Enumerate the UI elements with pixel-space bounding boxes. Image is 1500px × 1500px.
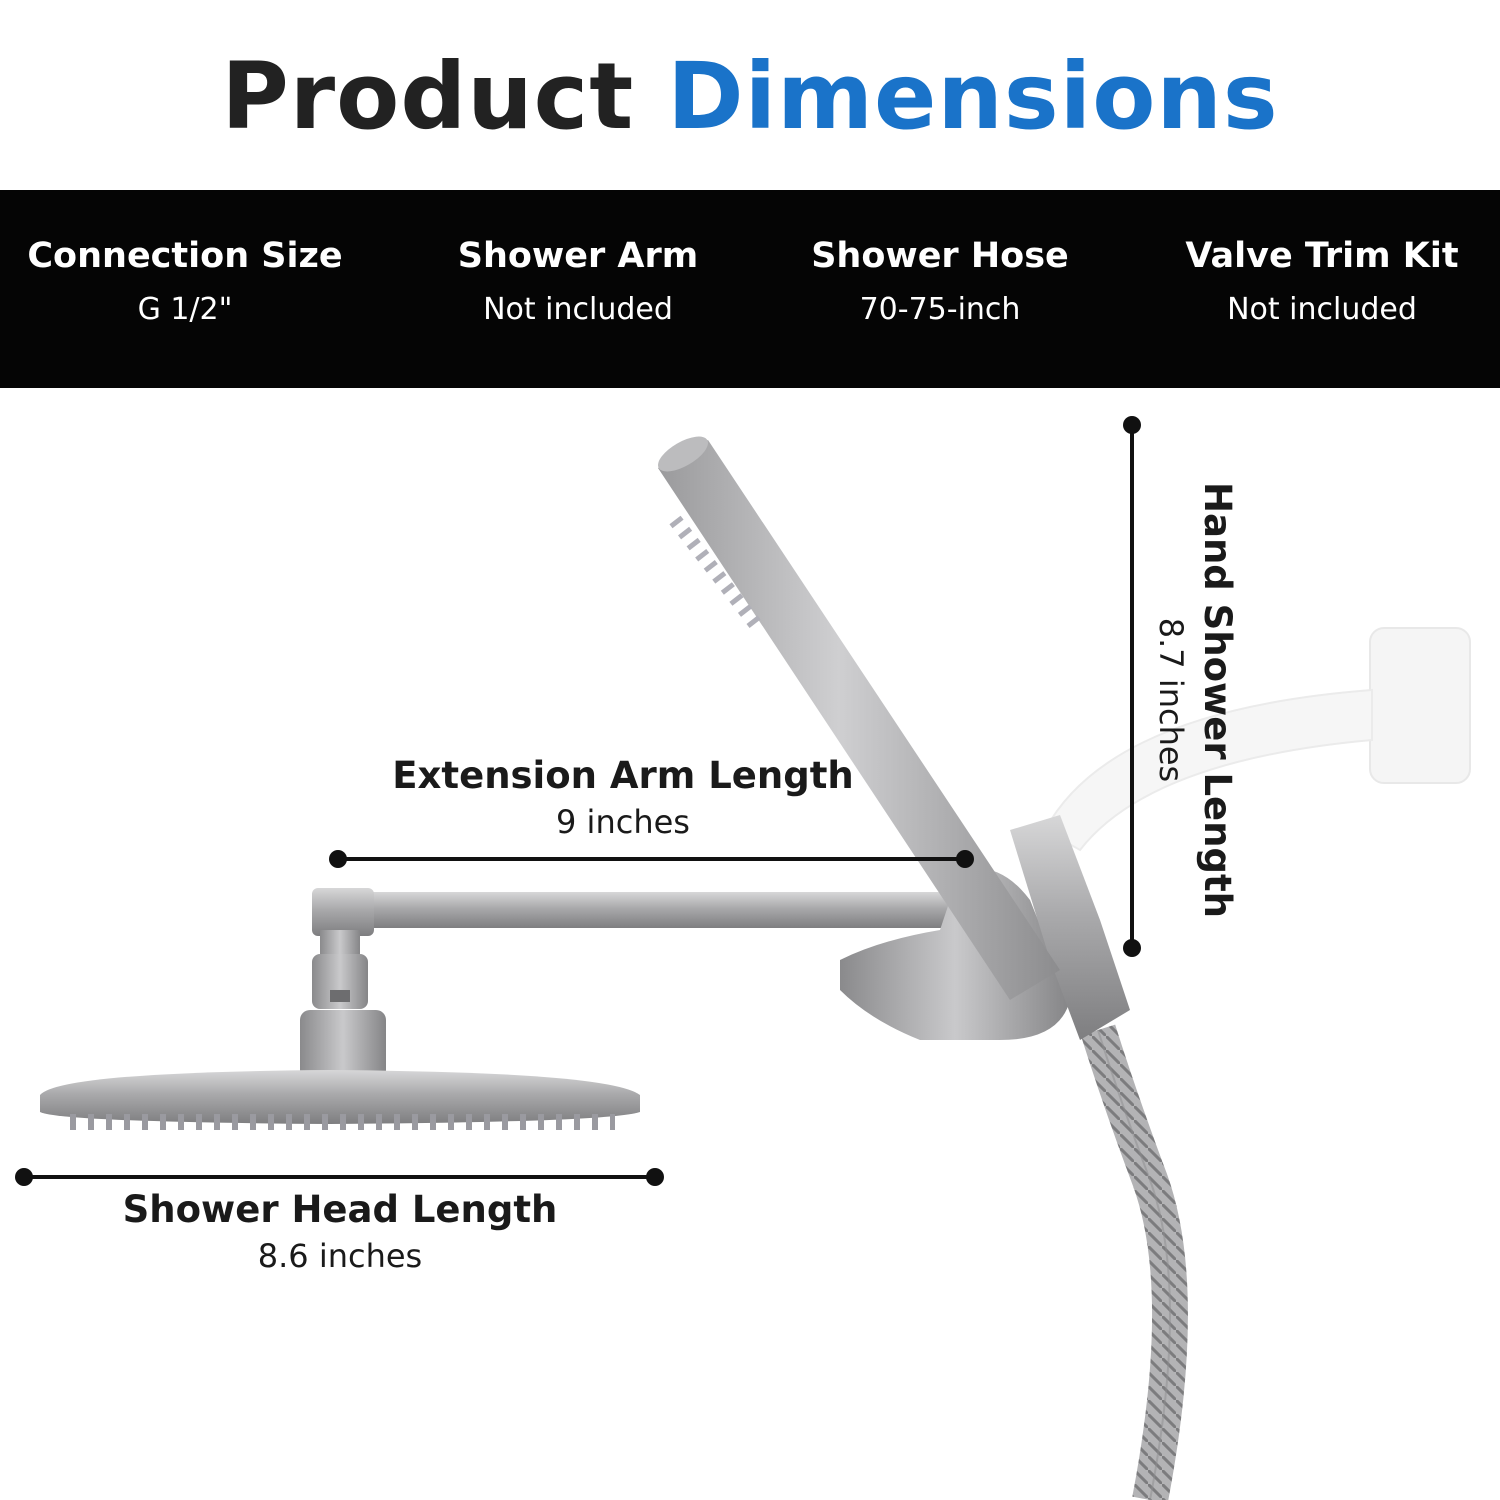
spec-connection-size: Connection Size G 1/2" — [27, 232, 342, 334]
extension-arm-dimension: Extension Arm Length 9 inches — [392, 752, 853, 844]
dimension-value: 9 inches — [556, 803, 690, 841]
spec-banner: Connection Size G 1/2" Shower Arm Not in… — [0, 190, 1500, 388]
shower-hose — [1080, 1024, 1188, 1500]
hand-shower-dimension-line — [1123, 416, 1141, 957]
spec-label: Connection Size — [27, 236, 343, 276]
spec-value: 70-75-inch — [859, 292, 1021, 327]
hand-shower-dimension: Hand Shower Length 8.7 inches — [1149, 482, 1241, 918]
spec-label: Shower Hose — [811, 236, 1069, 276]
extension-arm-dimension-line — [329, 850, 974, 868]
title-part-2: Dimensions — [667, 43, 1279, 150]
shower-head-dimension: Shower Head Length 8.6 inches — [123, 1186, 558, 1278]
spec-shower-arm: Shower Arm Not included — [458, 232, 699, 334]
rain-shower-head — [40, 1070, 640, 1130]
title-part-1: Product — [221, 43, 635, 150]
spec-value: G 1/2" — [137, 292, 233, 327]
spec-valve-trim-kit: Valve Trim Kit Not included — [1185, 232, 1458, 334]
spec-label: Valve Trim Kit — [1185, 236, 1459, 276]
shower-head-dimension-line — [15, 1168, 664, 1186]
dimension-label: Extension Arm Length — [392, 754, 854, 797]
dimension-label: Shower Head Length — [122, 1188, 558, 1231]
spec-shower-hose: Shower Hose 70-75-inch — [811, 232, 1069, 334]
spec-value: Not included — [1227, 292, 1417, 327]
dimension-label: Hand Shower Length — [1196, 482, 1239, 918]
dimension-value: 8.6 inches — [257, 1237, 423, 1275]
page-title: Product Dimensions — [0, 42, 1500, 152]
dimension-value: 8.7 inches — [1152, 617, 1190, 783]
wall-bracket — [1043, 627, 1471, 852]
spec-label: Shower Arm — [457, 236, 699, 276]
spec-value: Not included — [483, 292, 673, 327]
extension-arm — [300, 888, 963, 1080]
